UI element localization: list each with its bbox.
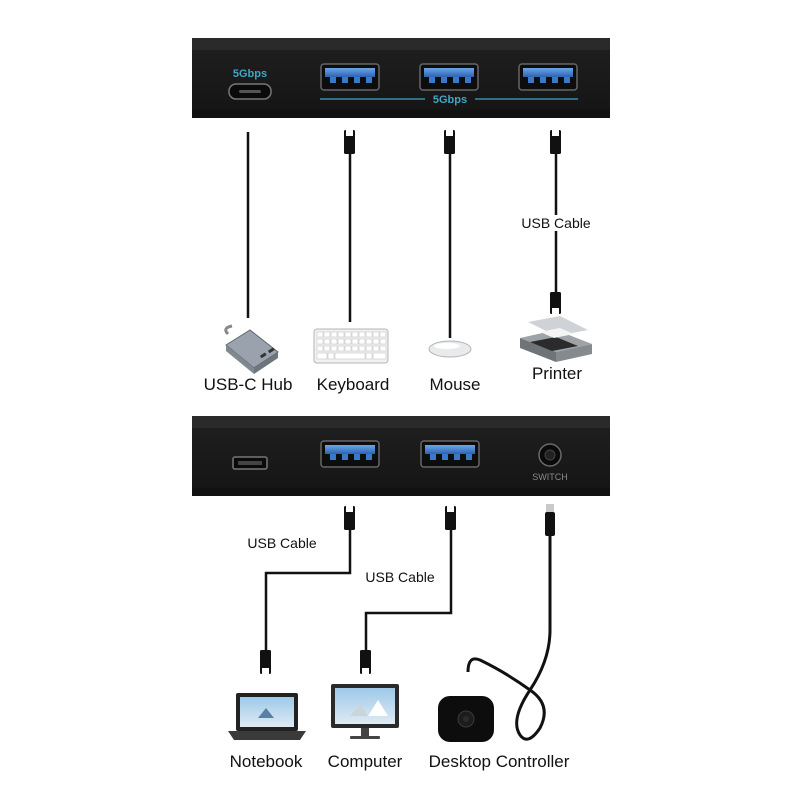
- cable-desktop-controller: [466, 504, 555, 741]
- usbc-port: [228, 83, 272, 100]
- device-label-keyboard: Keyboard: [316, 375, 390, 394]
- printer-icon: [520, 316, 592, 362]
- computer-icon: [331, 684, 399, 739]
- usba-port-back-1: [320, 440, 380, 468]
- device-label-printer: Printer: [531, 364, 583, 383]
- cable-mouse: [444, 130, 455, 338]
- keyboard-icon: [313, 328, 389, 364]
- device-label-computer: Computer: [327, 752, 403, 771]
- cable-label-computer: USB Cable: [363, 569, 437, 585]
- switch-jack: [538, 443, 562, 467]
- cable-notebook: [260, 506, 355, 674]
- device-label-desktop-controller: Desktop Controller: [428, 752, 570, 771]
- switch-label: SWITCH: [532, 472, 568, 482]
- cable-label-printer: USB Cable: [519, 215, 593, 231]
- device-label-usbc-hub: USB-C Hub: [203, 375, 293, 394]
- usbc-speed-label: 5Gbps: [233, 68, 267, 80]
- desktop-controller-icon: [438, 696, 494, 742]
- usba-speed-label: 5Gbps: [433, 94, 467, 106]
- cable-keyboard: [344, 130, 355, 322]
- device-label-notebook: Notebook: [229, 752, 303, 771]
- cable-label-notebook: USB Cable: [245, 535, 319, 551]
- cable-computer: [360, 506, 456, 674]
- hub-front-panel: 5Gbps 5Gbps: [192, 38, 610, 118]
- hub-back-panel: SWITCH: [192, 416, 610, 496]
- usba-port-2: [419, 63, 479, 91]
- notebook-icon: [228, 693, 306, 740]
- hdmi-port: [232, 456, 268, 470]
- usba-port-1: [320, 63, 380, 91]
- mouse-icon: [428, 340, 472, 358]
- usbc-hub-icon: [224, 324, 279, 374]
- device-label-mouse: Mouse: [429, 375, 481, 394]
- usba-port-3: [518, 63, 578, 91]
- usba-port-back-2: [420, 440, 480, 468]
